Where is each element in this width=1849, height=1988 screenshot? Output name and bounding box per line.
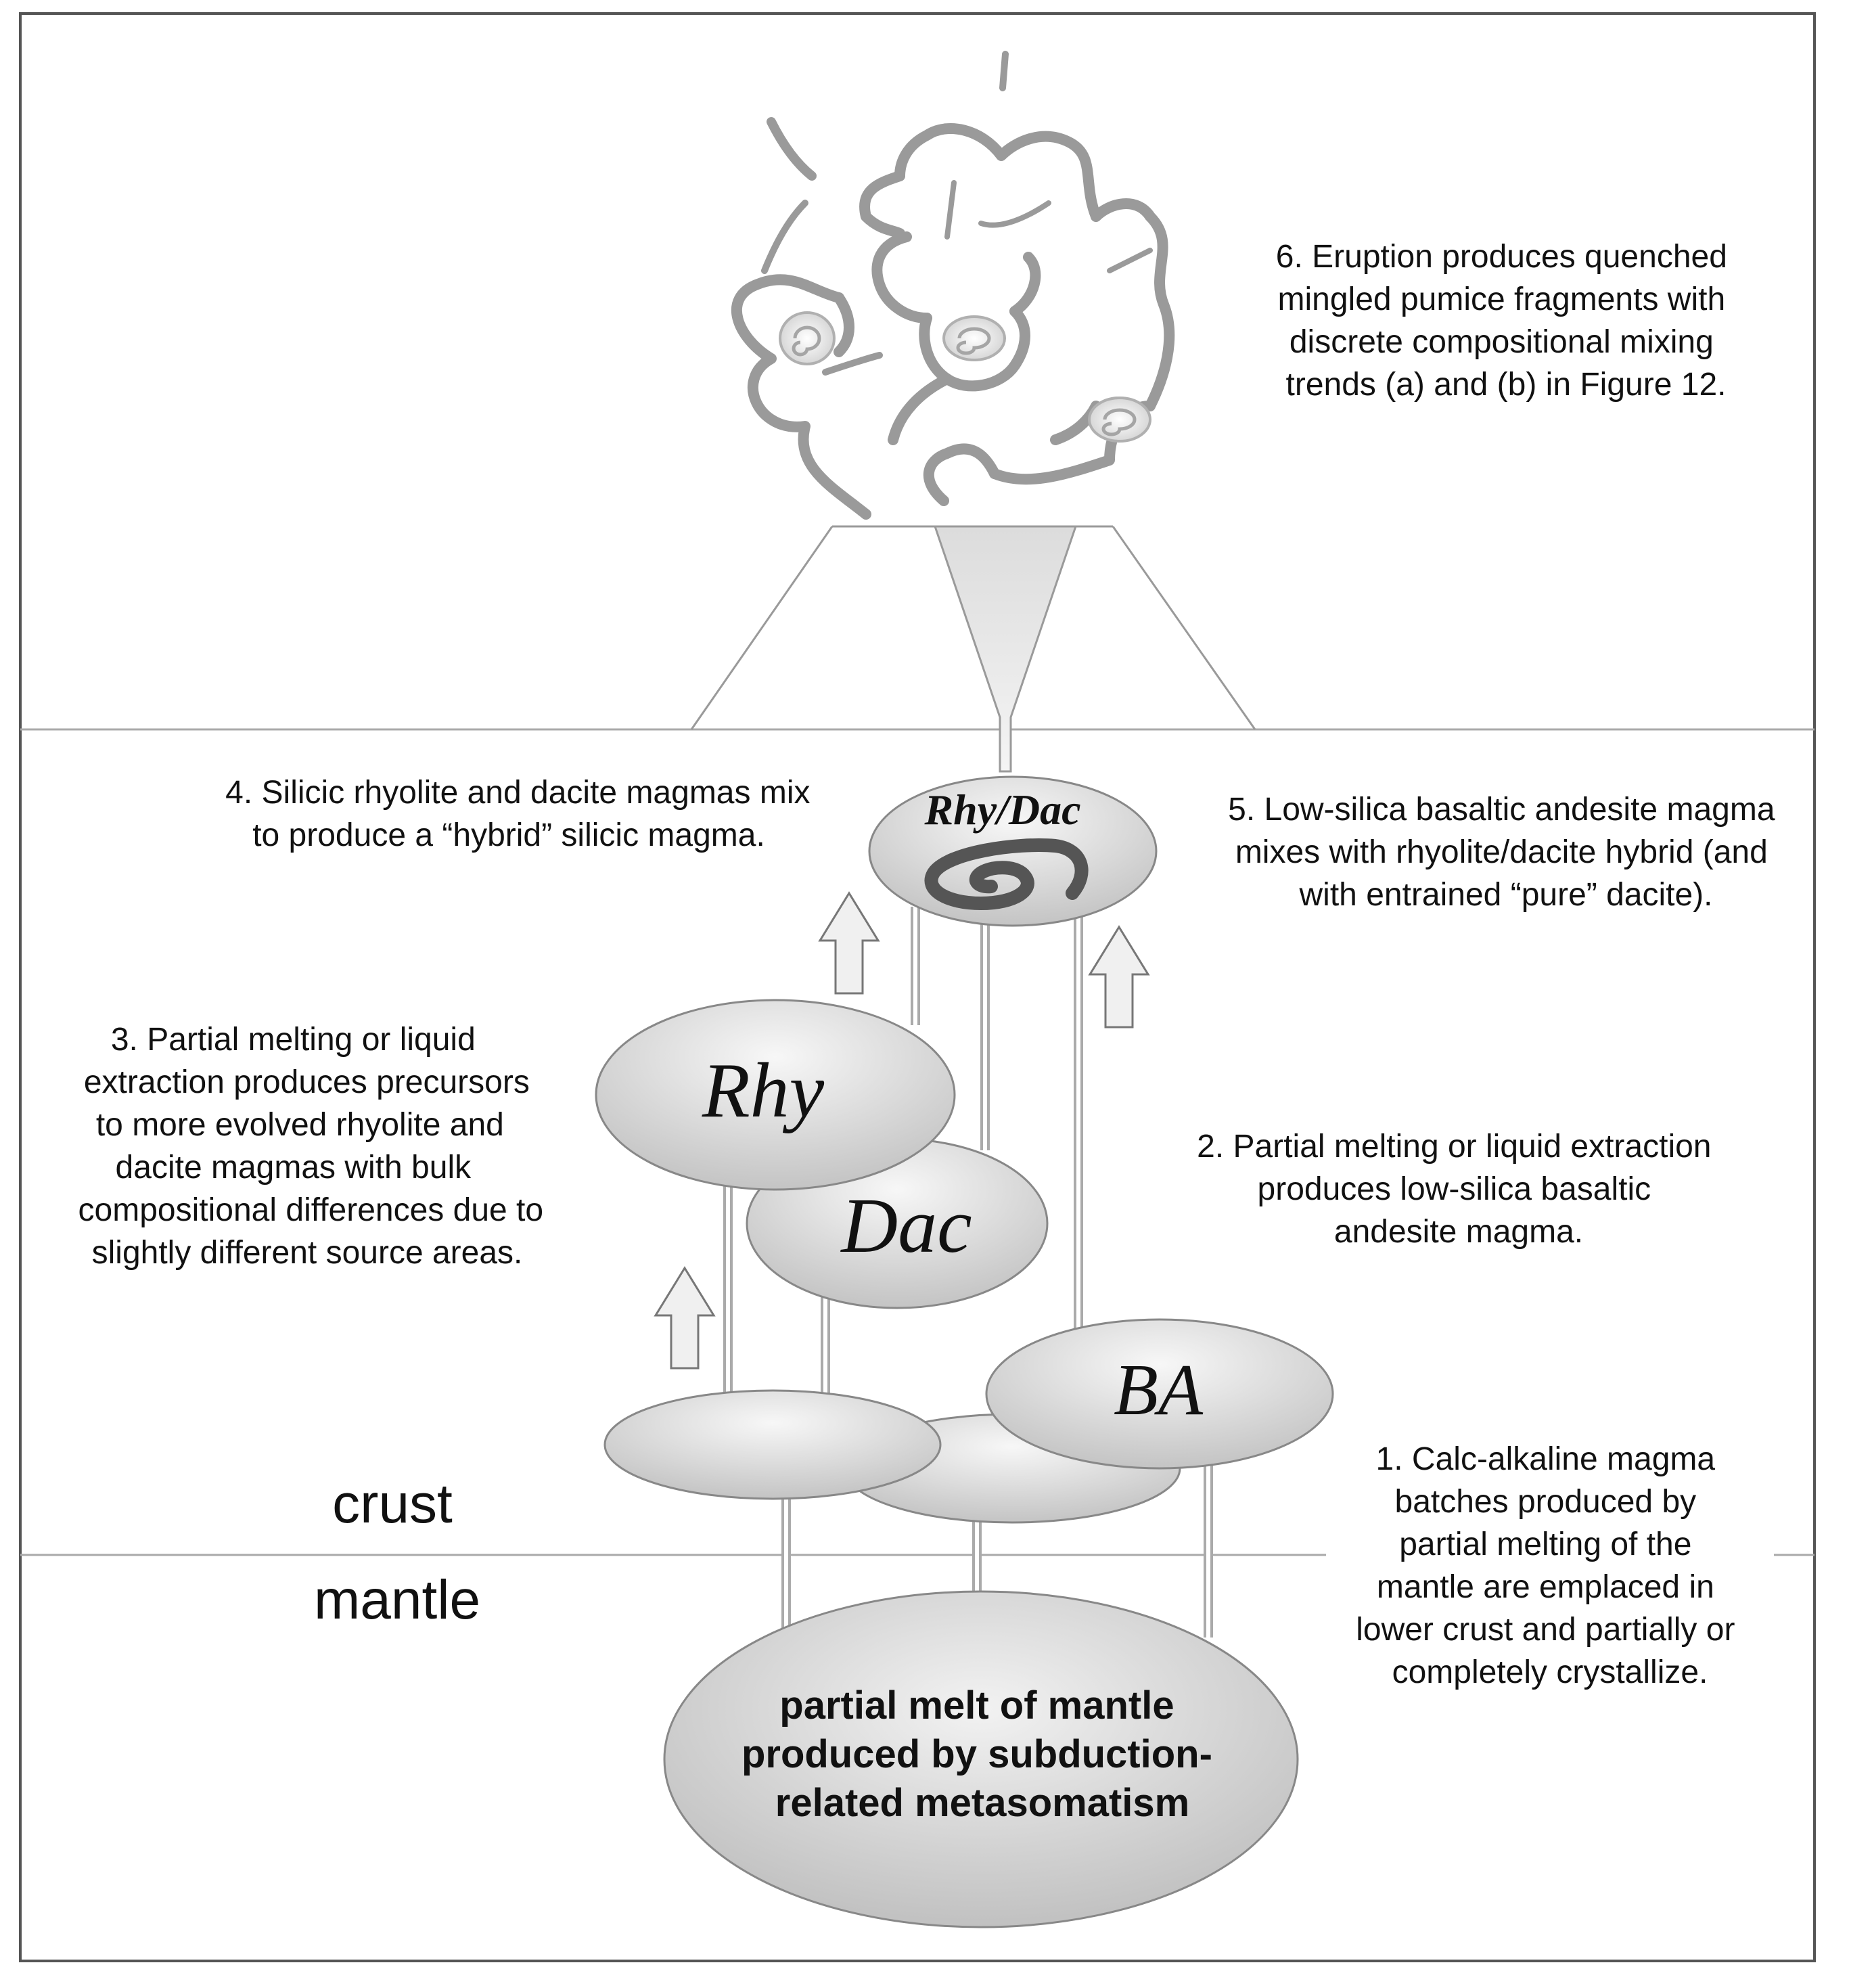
up-arrow-icon [654,1266,716,1370]
rhy-dac-label: Rhy/Dac [923,786,1080,834]
step-1-note: 1. Calc-alkaline magma batches produced … [1356,1441,1744,1690]
up-arrow-icon [818,891,880,995]
mantle-melt-label: partial melt of mantle produced by subdu… [741,1684,1223,1825]
mantle-melt-line: partial melt of mantle [779,1684,1174,1727]
volcanic-conduit [933,525,1078,773]
dac-label: Dac [840,1183,972,1269]
rhy-magma-body [595,999,956,1191]
crust-batch-ellipse-left [603,1389,942,1500]
step-4-note: 4. Silicic rhyolite and dacite magmas mi… [225,775,819,853]
step-2-note: 2. Partial melting or liquid extraction … [1197,1129,1720,1250]
mantle-label: mantle [314,1569,480,1631]
eruption-plume [731,51,1175,520]
step-6-note: 6. Eruption produces quenched mingled pu… [1276,239,1737,403]
mantle-melt-line: related metasomatism [775,1781,1189,1825]
crust-label: crust [332,1473,453,1535]
up-arrow-icon [1088,925,1150,1029]
mantle-melt-body [663,1590,1299,1928]
ba-label: BA [1114,1350,1204,1430]
step-5-note: 5. Low-silica basaltic andesite magma mi… [1228,792,1784,913]
mantle-melt-line: produced by subduction- [741,1732,1212,1776]
mixing-swirl-icon [924,838,1089,911]
pumice-fragment-swirls [779,311,1151,443]
step-3-note: 3. Partial melting or liquid extraction … [78,1022,553,1271]
upward-arrows [654,891,1150,1370]
volcano [690,525,1256,773]
feeder-dikes-core [726,907,1210,1637]
rhy-label: Rhy [702,1047,825,1134]
ba-magma-body [985,1318,1334,1470]
